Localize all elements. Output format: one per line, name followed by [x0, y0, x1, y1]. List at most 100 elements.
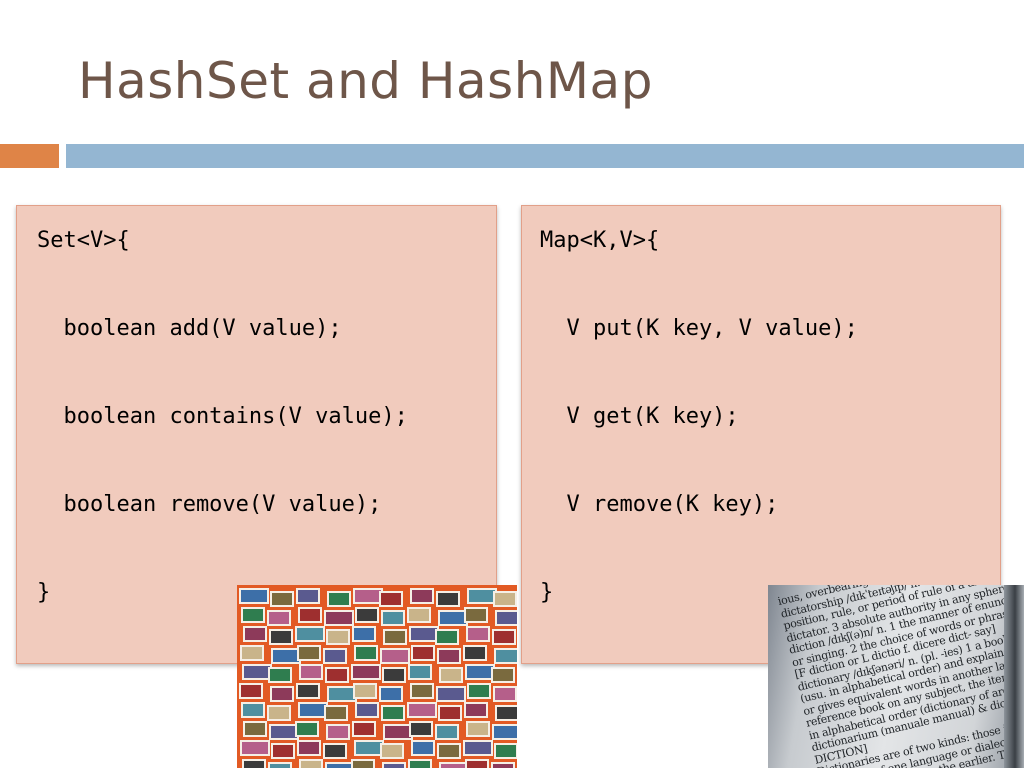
stamp: [269, 629, 293, 645]
code-line: boolean add(V value);: [37, 316, 342, 341]
stamp: [435, 629, 459, 645]
stamp: [438, 705, 462, 721]
stamp: [268, 667, 292, 683]
stamp: [382, 667, 406, 683]
stamp: [243, 721, 267, 737]
stamp: [354, 645, 378, 661]
stamp: [409, 721, 433, 737]
dictionary-page-photo: ious, overbearing.dictatorship /dɪkˈteɪt…: [768, 585, 1024, 768]
stamp: [240, 740, 270, 756]
stamp: [299, 759, 323, 768]
stamp: [464, 607, 488, 623]
stamp: [410, 683, 434, 699]
stamp: [411, 645, 435, 661]
stamp: [408, 664, 432, 680]
stamp: [352, 721, 376, 737]
stamp: [240, 645, 264, 661]
stamp: [411, 740, 435, 756]
code-line: V get(K key);: [540, 404, 739, 429]
stamp: [435, 724, 459, 740]
stamp: [355, 607, 379, 623]
stamp: [323, 648, 347, 664]
stamp: [463, 740, 493, 756]
stamp: [241, 607, 265, 623]
stamp: [239, 683, 263, 699]
stamp: [436, 591, 460, 607]
stamp: [466, 626, 490, 642]
stamp: [241, 702, 265, 718]
stamp: [380, 648, 410, 664]
stamp: [324, 705, 348, 721]
stamp: [437, 743, 461, 759]
stamp: [296, 683, 320, 699]
title-rule-blue: [66, 144, 1024, 168]
stamp: [494, 648, 517, 664]
stamp: [381, 705, 405, 721]
postage-stamps-photo: [237, 585, 517, 768]
code-line: Map<K,V>{: [540, 228, 660, 253]
stamp: [268, 762, 292, 768]
stamp: [465, 759, 489, 768]
stamp: [407, 702, 437, 718]
stamp: [439, 667, 463, 683]
stamp: [379, 686, 403, 702]
stamp: [267, 705, 291, 721]
stamp: [410, 588, 434, 604]
stamp: [324, 610, 354, 626]
stamp: [325, 667, 349, 683]
stamp: [351, 759, 375, 768]
code-line: }: [37, 580, 51, 605]
stamp: [352, 626, 376, 642]
stamp: [381, 610, 405, 626]
stamp: [466, 721, 490, 737]
stamp: [436, 686, 466, 702]
code-line: boolean remove(V value);: [37, 492, 382, 517]
stamp: [353, 683, 377, 699]
stamp: [383, 629, 407, 645]
stamp: [270, 686, 294, 702]
stamp: [491, 667, 515, 683]
stamp: [239, 588, 269, 604]
stamp: [379, 591, 403, 607]
stamp: [270, 591, 294, 607]
stamp: [326, 724, 350, 740]
code-line: }: [540, 580, 554, 605]
stamp: [242, 759, 266, 768]
code-line: V remove(K key);: [540, 492, 779, 517]
stamp: [491, 762, 515, 768]
stamp: [464, 702, 488, 718]
stamp: [380, 743, 404, 759]
slide-title: HashSet and HashMap: [78, 52, 653, 110]
code-line: Set<V>{: [37, 228, 130, 253]
code-line: boolean contains(V value);: [37, 404, 408, 429]
stamp: [296, 588, 320, 604]
stamp: [326, 629, 350, 645]
stamp: [494, 743, 517, 759]
stamp: [298, 607, 322, 623]
stamp: [297, 740, 321, 756]
stamp: [271, 743, 295, 759]
stamp: [493, 686, 517, 702]
dictionary-text: ious, overbearing.dictatorship /dɪkˈteɪt…: [768, 585, 1024, 768]
stamp: [467, 683, 491, 699]
stamp: [267, 610, 291, 626]
stamp: [493, 591, 517, 607]
stamp: [463, 645, 487, 661]
stamp: [323, 743, 347, 759]
stamp: [327, 591, 351, 607]
stamp: [297, 645, 321, 661]
stamp: [495, 610, 517, 626]
stamp: [351, 664, 381, 680]
stamp: [407, 607, 431, 623]
stamp: [295, 721, 319, 737]
book-gutter: [1004, 585, 1024, 768]
stamp: [492, 629, 516, 645]
stamp: [243, 626, 267, 642]
stamp: [437, 648, 461, 664]
stamp: [295, 626, 325, 642]
stamp: [495, 705, 517, 721]
code-line: V put(K key, V value);: [540, 316, 858, 341]
stamp: [299, 664, 323, 680]
stamp: [408, 759, 432, 768]
stamp: [492, 724, 517, 740]
